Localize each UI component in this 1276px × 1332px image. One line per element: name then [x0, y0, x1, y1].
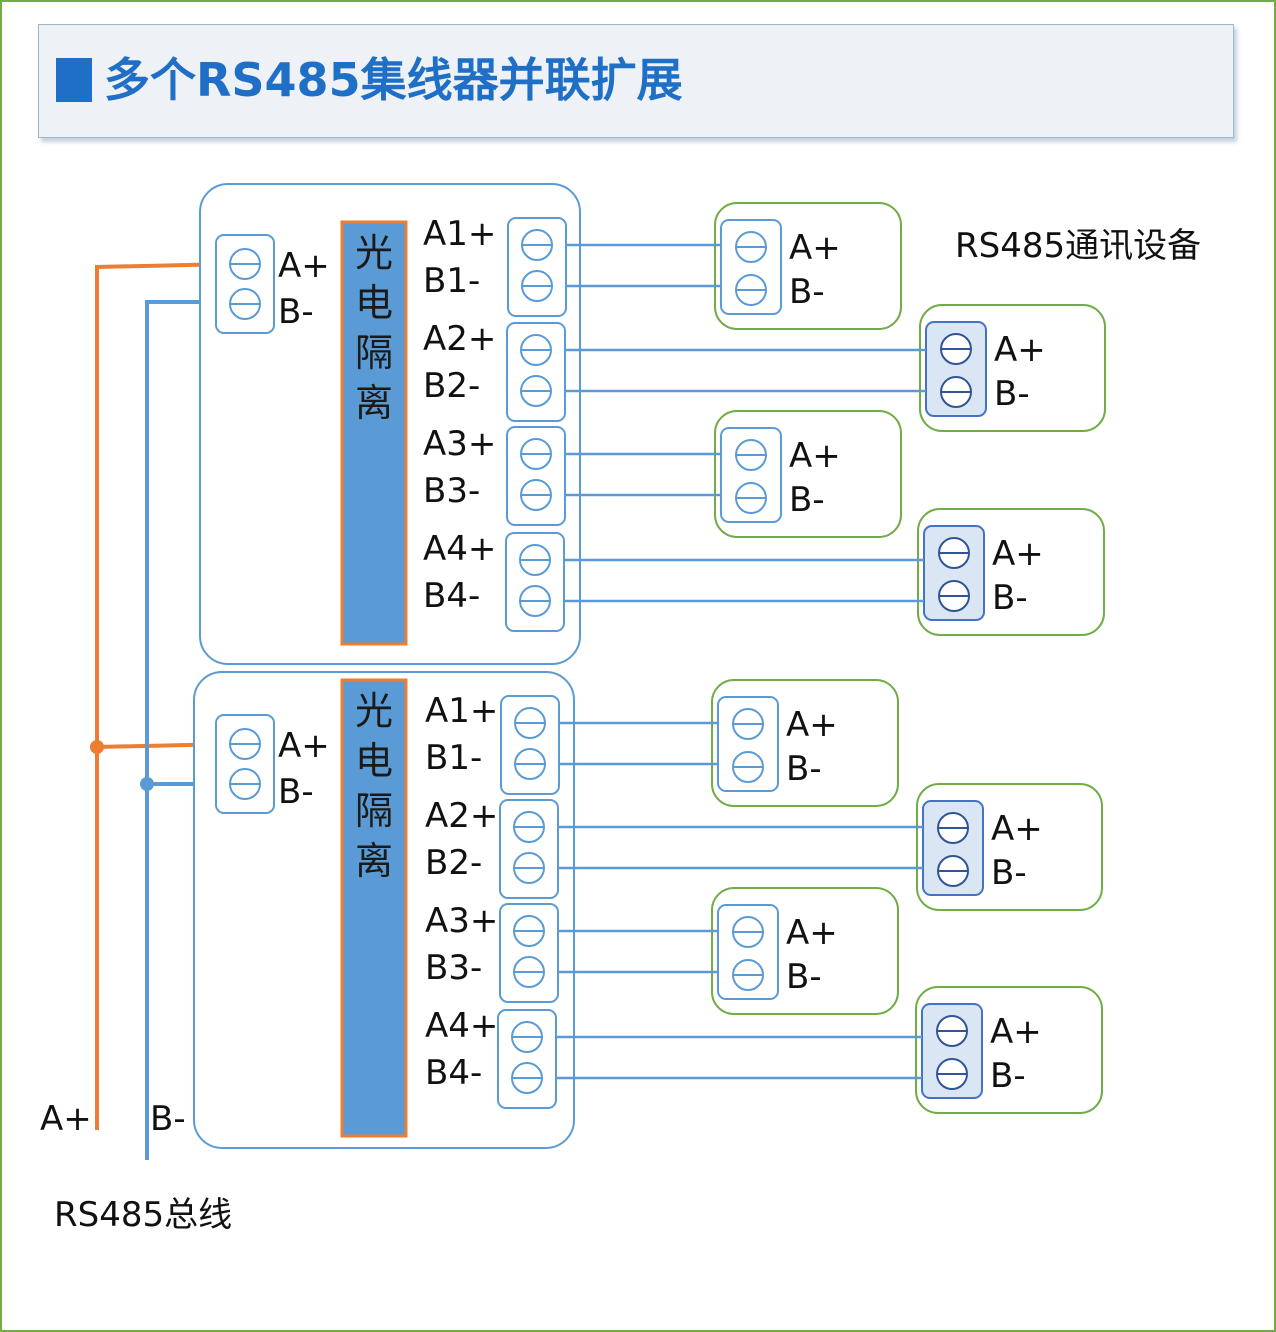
- hub-1-port-2-a-label: A2+: [423, 319, 496, 359]
- device-1-4-b-label: B-: [992, 578, 1028, 618]
- hub-1-input-a-label: A+: [278, 246, 330, 286]
- hub-1-isolation-char: 隔: [355, 331, 393, 375]
- device-1-3-b-label: B-: [789, 480, 825, 520]
- hub-1-isolation-char: 光: [355, 231, 393, 275]
- hub-1-port-1-b-label: B1-: [423, 261, 480, 301]
- hub-2-input-a-label: A+: [278, 726, 330, 766]
- title-bar: [38, 24, 1234, 138]
- device-1-1-a-label: A+: [789, 228, 841, 268]
- hub-2-input-b-label: B-: [278, 772, 314, 812]
- bus-a-junction: [90, 740, 104, 754]
- bus-label: RS485总线: [54, 1195, 232, 1235]
- hub-1-isolation-char: 离: [355, 381, 393, 425]
- hub-2-port-2-b-label: B2-: [425, 843, 482, 883]
- hub-1-isolation-char: 电: [355, 281, 393, 325]
- hub-2-isolation-char: 离: [355, 839, 393, 883]
- hub-2-isolation-char: 隔: [355, 789, 393, 833]
- device-2-4-a-label: A+: [990, 1012, 1042, 1052]
- hub-2-port-3-b-label: B3-: [425, 948, 482, 988]
- hub-2-port-1-b-label: B1-: [425, 738, 482, 778]
- device-group-label: RS485通讯设备: [955, 226, 1201, 266]
- hub-1-input-b-label: B-: [278, 292, 314, 332]
- device-2-2-b-label: B-: [991, 853, 1027, 893]
- device-1-2-b-label: B-: [994, 374, 1030, 414]
- hub-1-isolation-bar: [340, 220, 408, 646]
- hub-2-isolation-char: 光: [355, 689, 393, 733]
- device-2-2-a-label: A+: [991, 809, 1043, 849]
- bus-a-label: A+: [40, 1099, 92, 1139]
- hub-1-port-3-a-label: A3+: [423, 424, 496, 464]
- bus-b-junction: [140, 777, 154, 791]
- hub-2-isolation-char: 电: [355, 739, 393, 783]
- hub-1-port-4-b-label: B4-: [423, 576, 480, 616]
- device-2-1-b-label: B-: [786, 749, 822, 789]
- hub-2-port-2-a-label: A2+: [425, 796, 498, 836]
- device-2-3-b-label: B-: [786, 957, 822, 997]
- hub-2-port-1-a-label: A1+: [425, 691, 498, 731]
- wiring-diagram: A+B-RS485总线RS485通讯设备A+B-光电隔离A1+B1-A+B-A2…: [40, 183, 1201, 1235]
- hub-1-port-1-a-label: A1+: [423, 214, 496, 254]
- hub-2-port-4-a-label: A4+: [425, 1006, 498, 1046]
- hub-1-port-4-a-label: A4+: [423, 529, 496, 569]
- device-2-3-a-label: A+: [786, 913, 838, 953]
- hub-2-port-4-b-label: B4-: [425, 1053, 482, 1093]
- hub-1-port-3-b-label: B3-: [423, 471, 480, 511]
- hub-2-port-3-a-label: A3+: [425, 901, 498, 941]
- device-2-1-a-label: A+: [786, 705, 838, 745]
- bus-a-wire: [95, 262, 233, 1130]
- device-1-4-a-label: A+: [992, 534, 1044, 574]
- device-1-2-a-label: A+: [994, 330, 1046, 370]
- hub-2-isolation-bar: [340, 678, 408, 1138]
- title-marker: [56, 58, 92, 102]
- page-title: 多个RS485集线器并联扩展: [104, 53, 683, 107]
- hub-1-port-2-b-label: B2-: [423, 366, 480, 406]
- device-1-1-b-label: B-: [789, 272, 825, 312]
- device-1-3-a-label: A+: [789, 436, 841, 476]
- device-2-4-b-label: B-: [990, 1056, 1026, 1096]
- bus-b-label: B-: [150, 1099, 186, 1139]
